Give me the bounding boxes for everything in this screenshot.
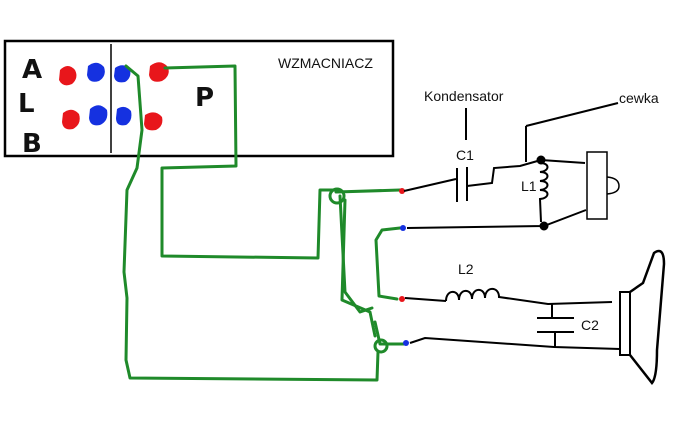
- coil-callout-label: cewka: [619, 90, 659, 106]
- amplifier-box: [3, 39, 395, 158]
- terminal-red: [59, 66, 77, 86]
- l1-coil: [538, 162, 549, 223]
- l2-label: L2: [458, 261, 474, 277]
- wire: [406, 209, 587, 229]
- wire: [340, 198, 377, 338]
- wire: [122, 64, 380, 382]
- capacitor-callout-label: Kondensator: [424, 88, 504, 104]
- wire: [374, 226, 402, 301]
- terminal-red: [149, 62, 169, 82]
- terminal-blue: [87, 62, 105, 82]
- terminal-blue: [114, 65, 131, 83]
- amplifier-terminals: [59, 62, 169, 131]
- l1-label: L1: [521, 178, 537, 194]
- left-channel-label: L: [18, 89, 35, 119]
- wire: [373, 320, 407, 346]
- amplifier-title: WZMACNIACZ: [278, 55, 373, 71]
- tweeter-branch: Kondensator C1 cewka L1: [403, 88, 659, 231]
- wire: [334, 188, 402, 194]
- terminal-a-label: A: [22, 55, 42, 85]
- terminal-blue: [116, 106, 132, 126]
- wire: [409, 336, 621, 350]
- terminal-red: [62, 109, 80, 130]
- woofer-branch: L2 C2: [404, 249, 666, 385]
- amplifier: WZMACNIACZ A L B P: [3, 39, 395, 159]
- wire: [160, 64, 337, 260]
- speaker-terminals: [399, 188, 409, 346]
- c2-label: C2: [581, 317, 599, 333]
- terminal-blue: [400, 225, 406, 231]
- tweeter-icon: [586, 151, 620, 220]
- terminal-blue: [403, 340, 409, 346]
- terminal-red: [144, 112, 163, 131]
- green-wires: [122, 64, 407, 382]
- wire: [466, 159, 542, 187]
- woofer-speaker-icon: [619, 249, 666, 385]
- terminal-blue: [89, 105, 108, 126]
- wire: [540, 159, 586, 164]
- terminal-b-label: B: [22, 129, 42, 159]
- wire: [403, 178, 457, 192]
- coil-callout-line: [525, 102, 619, 127]
- l2-coil: [445, 287, 613, 306]
- terminal-red: [399, 296, 405, 302]
- junction: [328, 187, 346, 205]
- right-channel-label: P: [195, 83, 214, 113]
- terminal-red: [399, 188, 405, 194]
- wire: [404, 297, 447, 302]
- junction: [373, 338, 389, 354]
- c1-label: C1: [456, 147, 474, 163]
- junction-dot: [539, 221, 549, 231]
